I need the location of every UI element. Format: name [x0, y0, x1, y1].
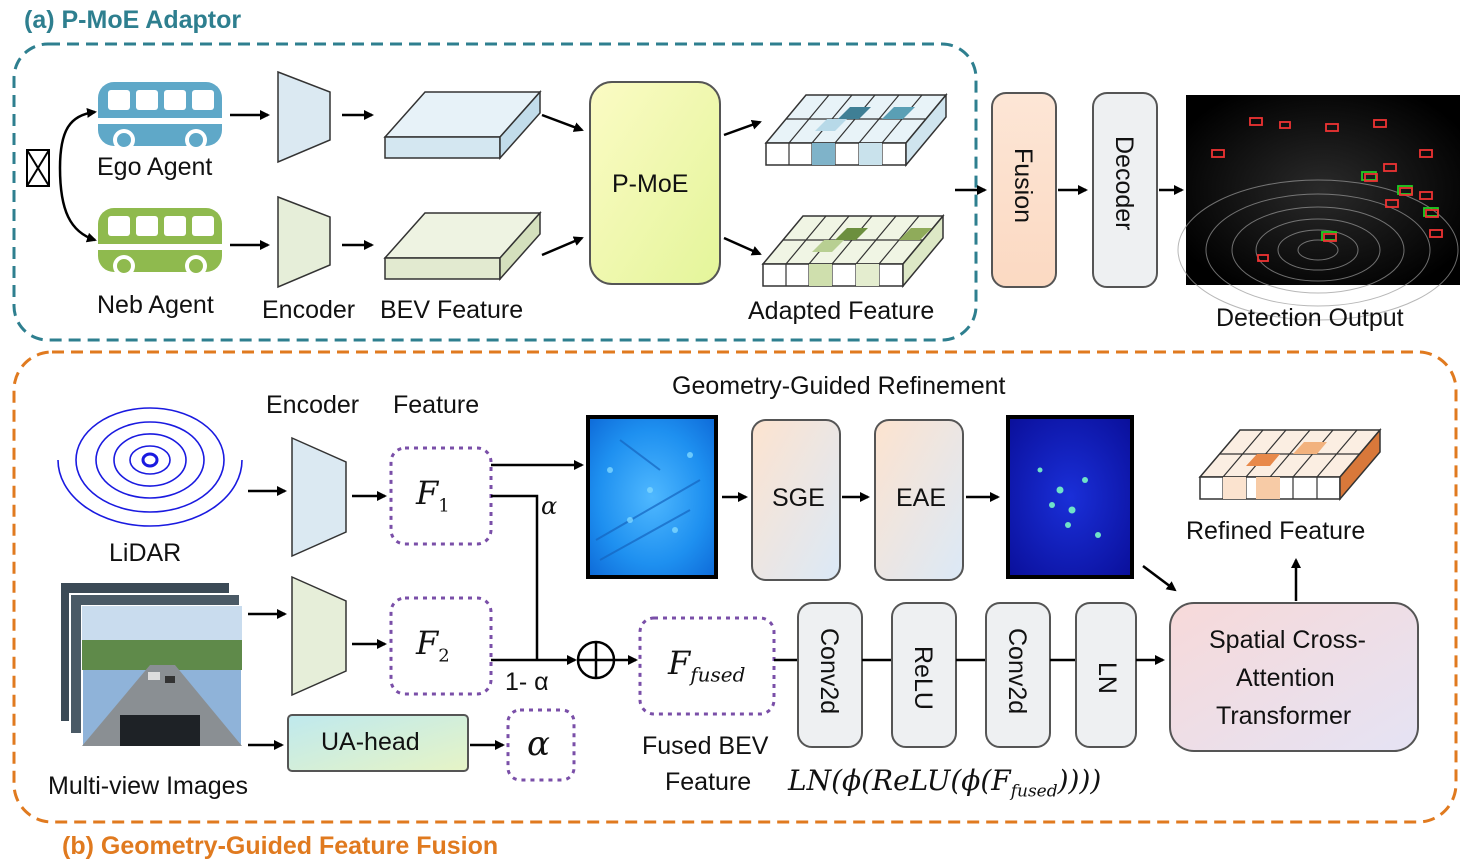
one-minus-alpha-label: 1- α	[505, 668, 549, 696]
alpha-weight-label: α	[541, 492, 558, 520]
encoder-label-b: Encoder	[266, 391, 360, 419]
ua-head-label: UA-head	[321, 728, 420, 756]
bev-feature-slab	[383, 90, 542, 160]
adapted-feature-grid-blue	[764, 92, 948, 168]
bev-feature-slab	[383, 211, 542, 281]
conv2d-box-2	[985, 602, 1051, 748]
crossed-box-icon	[26, 149, 50, 187]
bus-icon	[98, 82, 222, 151]
bev-feature-label: BEV Feature	[380, 296, 524, 324]
detection-output-label: Detection Output	[1216, 304, 1404, 332]
multiview-label: Multi-view Images	[48, 772, 249, 800]
ln-box	[1075, 602, 1137, 748]
ffused-box	[638, 616, 776, 716]
alpha-box	[506, 708, 576, 782]
ln-label: LN	[1093, 662, 1121, 694]
sge-box	[751, 419, 841, 581]
pmoe-box	[589, 81, 721, 285]
bus-icon	[98, 208, 222, 277]
alpha-output-label: α	[527, 724, 550, 764]
neb-agent-label: Neb Agent	[97, 291, 214, 319]
decoder-label: Decoder	[1110, 136, 1138, 231]
formula-label: LN(ϕ(ReLU(ϕ(Ffused))))	[788, 764, 1102, 802]
f2-box	[389, 596, 493, 696]
pmoe-label: P-MoE	[612, 170, 689, 198]
scat-label-3: Transformer	[1216, 702, 1352, 730]
detection-output-image	[1177, 95, 1460, 321]
refined-feature-label: Refined Feature	[1186, 517, 1366, 545]
encoder-trapezoid-icon	[291, 575, 347, 697]
conv2d-box-1	[797, 602, 863, 748]
relu-box	[891, 602, 957, 748]
scat-label-1: Spatial Cross-	[1209, 626, 1366, 654]
plus-circle-icon	[576, 640, 616, 680]
sge-label: SGE	[772, 484, 825, 512]
f2-symbol: F2	[416, 624, 450, 667]
ua-head-box	[287, 714, 469, 772]
conv2d-label-1: Conv2d	[815, 628, 843, 715]
ggr-label: Geometry-Guided Refinement	[672, 372, 1006, 400]
adapted-feature-grid-green	[761, 213, 945, 289]
panel-a-border	[12, 42, 978, 342]
refined-heatmap-image	[1006, 415, 1134, 579]
geometry-heatmap-image	[586, 415, 718, 579]
panel-a-title: (a) P-MoE Adaptor	[24, 6, 242, 34]
scat-label-2: Attention	[1236, 664, 1335, 692]
relu-label: ReLU	[909, 646, 937, 710]
encoder-label-a: Encoder	[262, 296, 356, 324]
adapted-feature-label: Adapted Feature	[748, 297, 935, 325]
feature-label: Feature	[393, 391, 480, 419]
f1-symbol: F1	[416, 474, 450, 517]
panel-b-border	[12, 350, 1458, 824]
refined-feature-grid	[1198, 427, 1382, 502]
fused-bev-label-2: Feature	[665, 768, 752, 796]
ego-agent-label: Ego Agent	[97, 153, 213, 181]
decoder-box	[1092, 92, 1158, 288]
ffused-symbol: Ffused	[668, 644, 746, 687]
encoder-trapezoid-icon	[291, 436, 347, 558]
fusion-label: Fusion	[1009, 148, 1037, 224]
encoder-trapezoid-icon	[277, 195, 331, 289]
fused-bev-label-1: Fused BEV	[642, 732, 769, 760]
scat-box	[1169, 602, 1419, 752]
panel-b-title: (b) Geometry-Guided Feature Fusion	[62, 832, 499, 860]
fusion-box	[991, 92, 1057, 288]
lidar-image	[57, 393, 243, 533]
conv2d-label-2: Conv2d	[1003, 628, 1031, 715]
multiview-images	[59, 581, 243, 747]
encoder-trapezoid-icon	[277, 70, 331, 164]
lidar-label: LiDAR	[109, 539, 182, 567]
eae-box	[874, 419, 964, 581]
eae-label: EAE	[896, 484, 947, 512]
